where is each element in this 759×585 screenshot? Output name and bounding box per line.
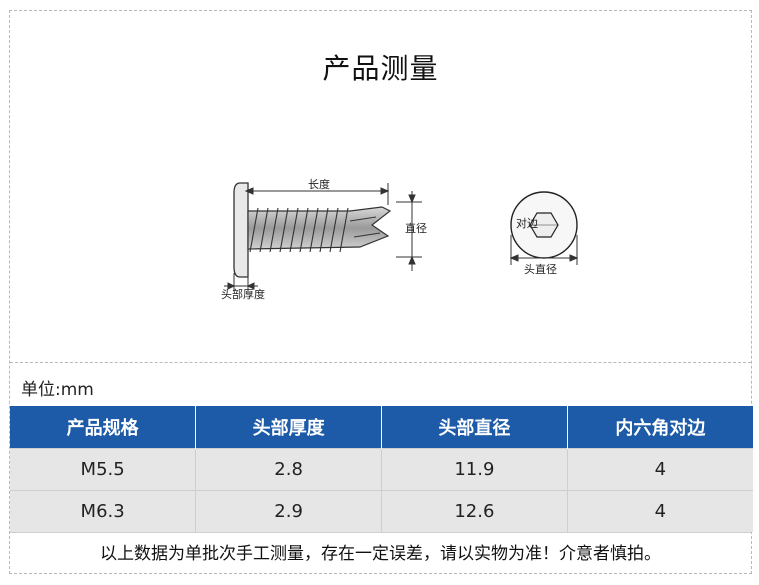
head-diameter-label: 头直径 <box>524 262 557 276</box>
header-hex-size: 内六角对边 <box>567 406 753 449</box>
cell-head-thickness: 2.9 <box>195 490 382 532</box>
diameter-label: 直径 <box>405 221 427 235</box>
head-diameter-dimension <box>509 235 579 265</box>
cell-head-diameter: 11.9 <box>381 448 568 491</box>
header-head-diameter: 头部直径 <box>381 406 568 449</box>
unit-label: 单位:mm <box>21 380 94 400</box>
disclaimer-note: 以上数据为单批次手工测量，存在一定误差，请以实物为准！介意者慎拍。 <box>10 532 751 575</box>
cell-head-thickness: 2.8 <box>195 448 382 491</box>
table-row: M5.5 2.8 11.9 4 <box>10 448 753 491</box>
hex-label: 对边 <box>516 216 538 230</box>
head-thickness-dimension <box>224 273 258 291</box>
diameter-dimension <box>396 191 422 271</box>
screw-shaft <box>247 206 392 253</box>
cell-head-diameter: 12.6 <box>381 490 568 532</box>
cell-hex-size: 4 <box>567 490 753 532</box>
cell-spec: M6.3 <box>10 490 197 532</box>
product-measurement-sheet: 产品测量 <box>9 10 753 575</box>
head-thickness-label: 头部厚度 <box>221 287 265 301</box>
spec-table: 产品规格 头部厚度 头部直径 内六角对边 M5.5 2.8 11.9 4 M6.… <box>10 406 753 532</box>
cell-spec: M5.5 <box>10 448 197 491</box>
header-spec: 产品规格 <box>10 406 197 449</box>
header-head-thickness: 头部厚度 <box>195 406 382 449</box>
cell-hex-size: 4 <box>567 448 753 491</box>
length-dimension <box>244 183 390 205</box>
length-label: 长度 <box>308 177 330 191</box>
table-row: M6.3 2.9 12.6 4 <box>10 490 753 532</box>
screw-head <box>233 182 249 278</box>
unit-row: 单位:mm <box>10 362 751 406</box>
screw-diagram: 长度 直径 头部厚度 对边 <box>221 177 579 301</box>
screw-head-top-view <box>510 191 578 259</box>
page-title: 产品测量 <box>322 52 439 85</box>
table-header-row: 产品规格 头部厚度 头部直径 内六角对边 <box>10 406 753 449</box>
